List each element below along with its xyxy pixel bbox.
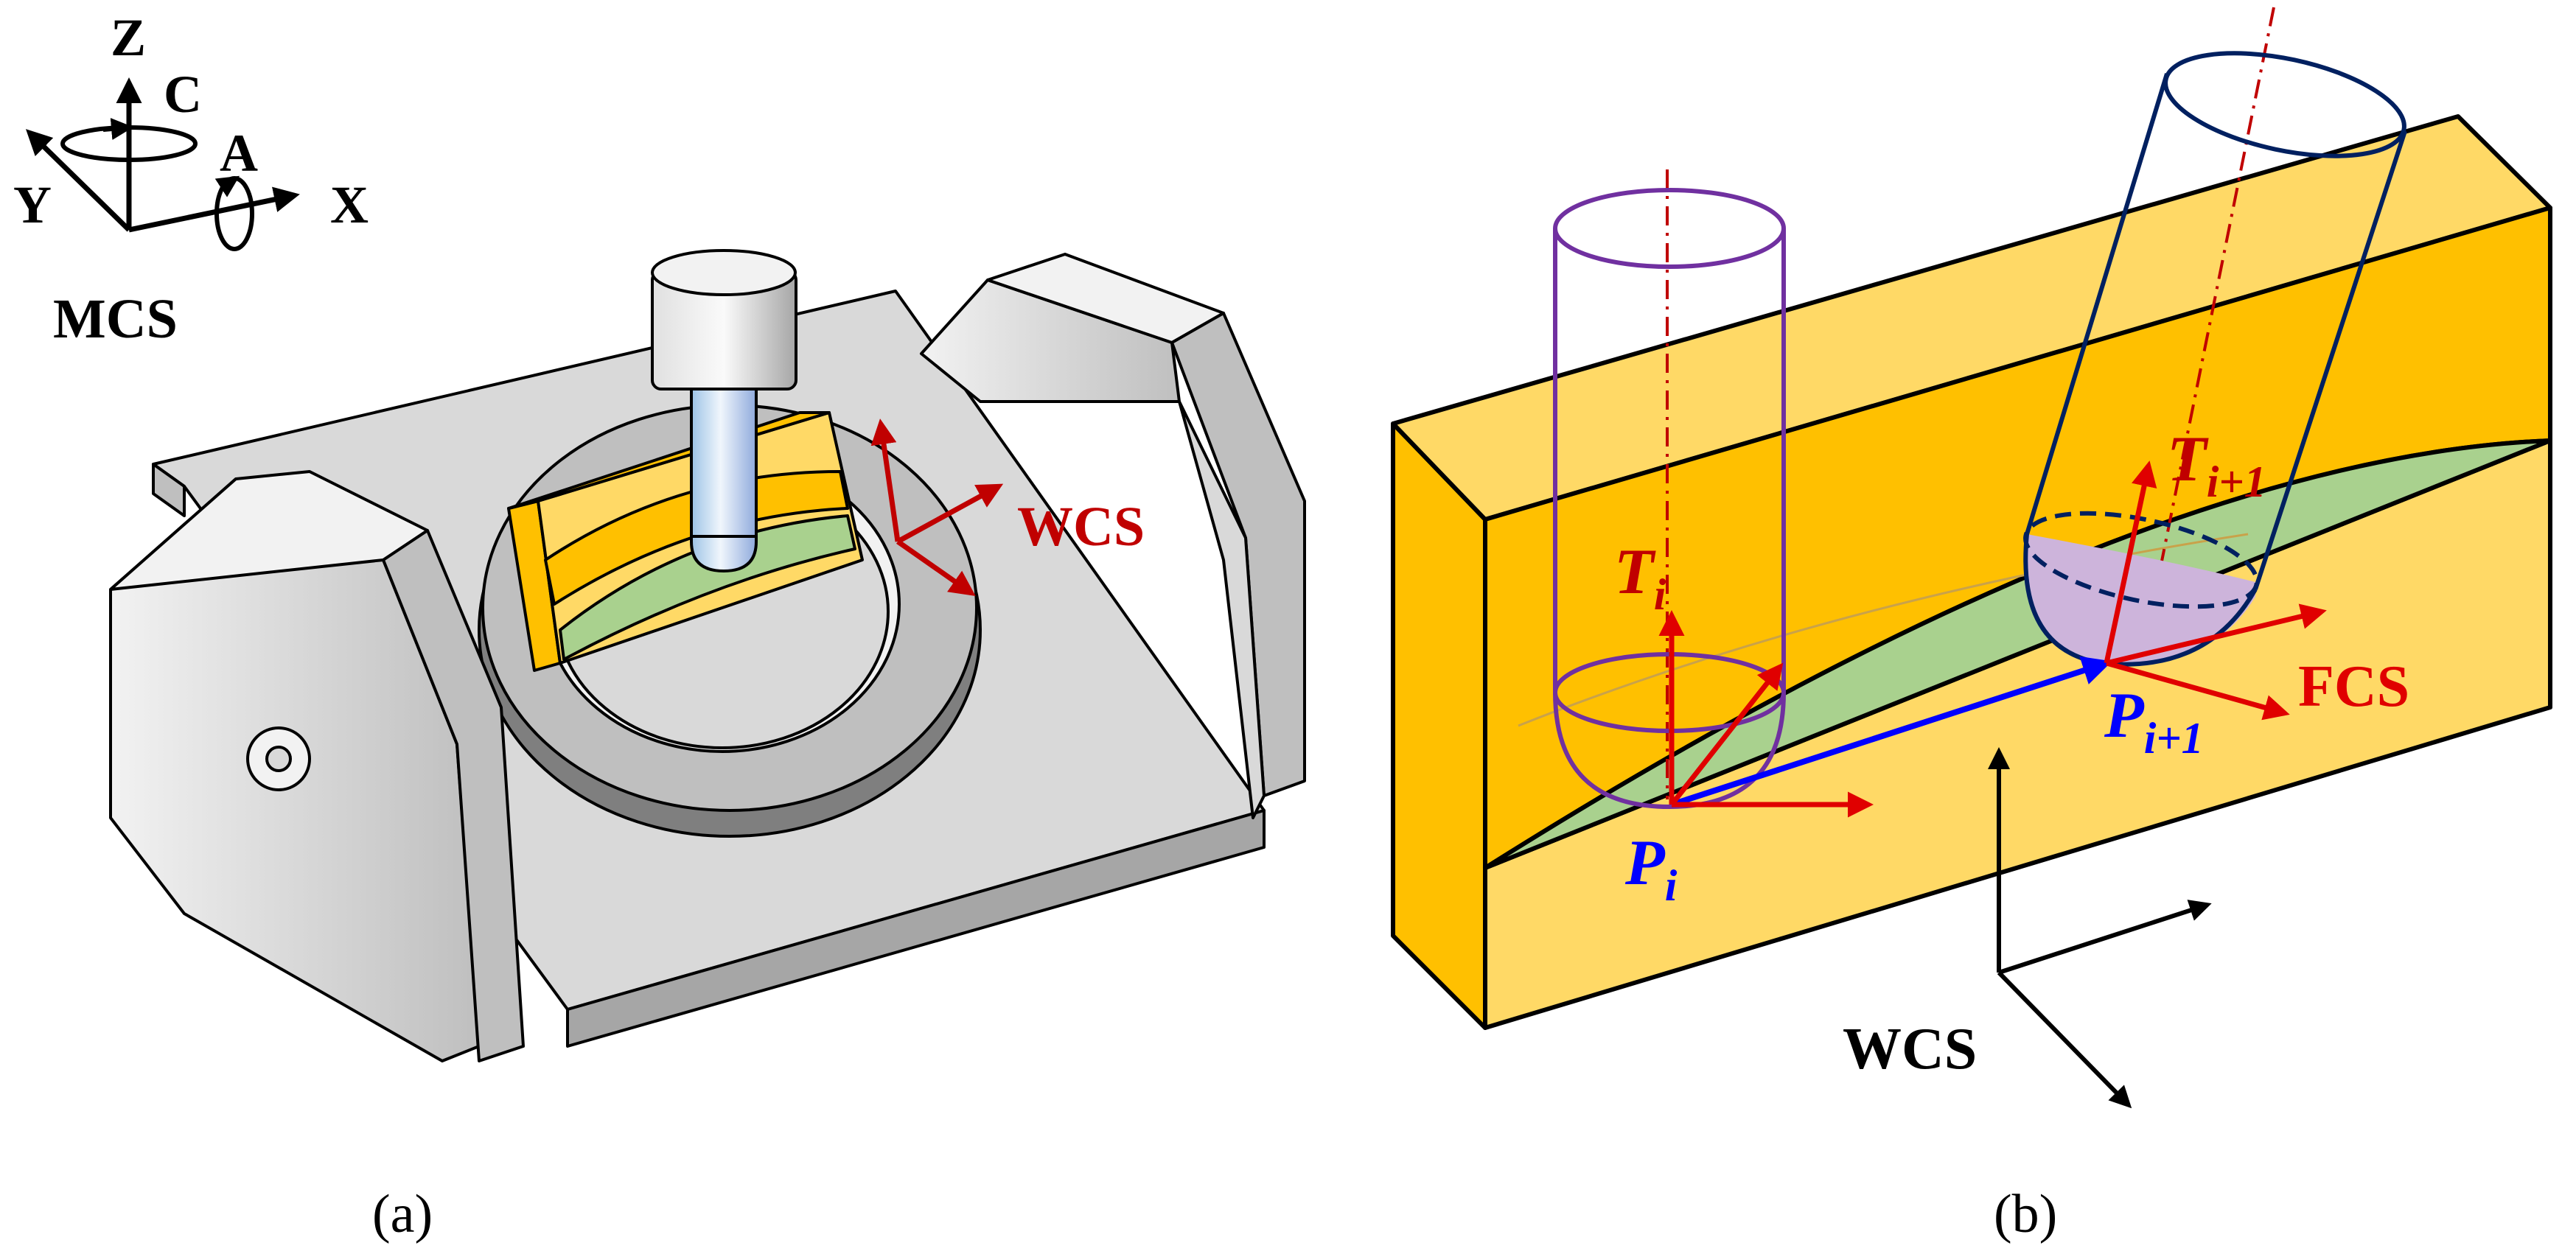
machine-coordinate-system: Z C Y A X MCS: [13, 8, 369, 350]
tool-axis-centerline-i1: [2140, 7, 2275, 664]
workpiece-b: [1391, 114, 2552, 1030]
a-rotation-arrowhead: [214, 175, 240, 197]
cutting-tool-shank: [690, 388, 758, 538]
x-axis-label: X: [330, 175, 369, 234]
machine-base-side: [152, 463, 186, 517]
y-axis-label: Y: [13, 175, 52, 234]
z-axis-label: Z: [111, 8, 146, 67]
wcs-axes-b: WCS: [1843, 747, 2212, 1109]
feed-path-arrow: [1670, 656, 2112, 808]
left-cradle-top: [109, 470, 429, 591]
five-axis-machine: [109, 249, 1306, 1062]
tool-axis-arrow-i1: [2104, 460, 2157, 664]
wcs-axes-a: WCS: [870, 418, 1145, 597]
right-cradle-face: [1178, 400, 1266, 819]
panel-a: Z C Y A X MCS: [13, 8, 1306, 1244]
cutting-tool-i1: [2023, 51, 2407, 667]
x-axis-arrow: [128, 186, 300, 233]
spindle-head-top: [651, 249, 797, 296]
cradle-bolt-inner: [265, 746, 292, 772]
point-label-i: Pi: [1624, 827, 1678, 910]
tool-i1-top-ellipse: [2163, 51, 2406, 158]
tool-i1-left-edge: [2025, 73, 2169, 535]
caption-b: (b): [1994, 1184, 2057, 1244]
tool-i1-right-edge: [2253, 130, 2407, 590]
machined-surface-a: [559, 514, 856, 661]
tool-i-top-ellipse: [1553, 188, 1786, 269]
wcs-label-b: WCS: [1843, 1017, 1977, 1082]
caption-a: (a): [372, 1184, 433, 1244]
fcs-label: FCS: [2298, 654, 2409, 719]
wcs-a-y-arrow: [896, 539, 976, 597]
point-label-i1: Pi+1: [2104, 680, 2204, 763]
workpiece-groove-a: [544, 470, 849, 606]
workpiece-b-left-face: [1391, 421, 1487, 1030]
left-cradle-side: [382, 529, 525, 1062]
machine-base-front: [566, 809, 1266, 1048]
tool-i1-ball-end: [2025, 534, 2255, 665]
frame-at-point-i1: [2104, 460, 2327, 721]
tool-i-ball-end: [1553, 692, 1786, 810]
tool-axis-label-i: Ti: [1614, 536, 1666, 619]
mcs-label: MCS: [53, 288, 178, 350]
frame-i-y-arrow: [1669, 662, 1784, 807]
right-cradle-front: [920, 279, 1181, 403]
wcs-a-z-arrow: [870, 418, 901, 542]
frame-i1-x-arrow: [2106, 603, 2327, 666]
wcs-label-a: WCS: [1017, 496, 1145, 558]
a-axis-label: A: [220, 124, 258, 183]
c-rotation-arrowhead: [102, 118, 133, 140]
y-axis-arrow: [25, 129, 131, 232]
c-axis-label: C: [164, 65, 202, 124]
panel-b: Ti Ti+1 Pi Pi+1 FCS WCS (b): [1391, 7, 2552, 1244]
frame-at-point-i: [1658, 610, 1874, 818]
tool-axis-label-i1: Ti+1: [2167, 424, 2266, 506]
wcs-a-x-arrow: [896, 483, 1004, 544]
frame-i1-y-arrow: [2106, 660, 2290, 721]
wcs-b-x-arrow: [1998, 900, 2212, 975]
wcs-b-y-arrow: [1997, 970, 2132, 1109]
cutting-tool-ball-end: [690, 535, 758, 572]
